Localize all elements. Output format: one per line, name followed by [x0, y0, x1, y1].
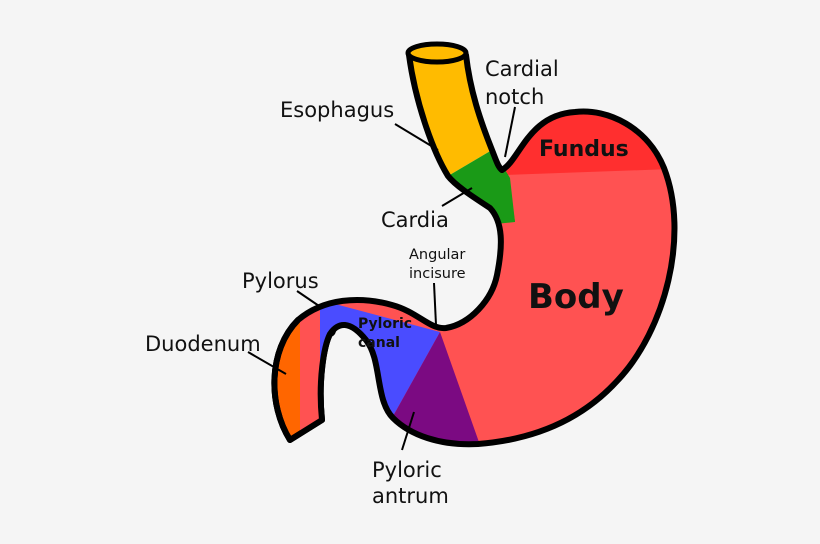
- body-label: Body: [528, 277, 624, 317]
- esophagus-opening: [405, 41, 469, 65]
- esophagus-leader: [394, 123, 439, 151]
- angular-incisure-leader: [433, 282, 437, 326]
- pyloric-antrum-leader: [401, 411, 415, 451]
- angular-incisure-label-1: Angular: [409, 247, 465, 263]
- pyloric-canal-label-2: canal: [358, 335, 400, 351]
- cardia-leader: [441, 187, 473, 207]
- cardial-notch-label-1: Cardial: [485, 57, 559, 81]
- pyloric-canal-label-1: Pyloric: [358, 316, 412, 332]
- duodenum-label: Duodenum: [145, 332, 261, 356]
- angular-incisure-label-2: incisure: [409, 266, 466, 282]
- pyloric-antrum-label-2: antrum: [372, 484, 449, 508]
- pylorus-leader: [296, 290, 323, 309]
- cardia-label: Cardia: [381, 208, 449, 232]
- duodenum-leader: [247, 351, 287, 375]
- esophagus-region: [409, 55, 492, 176]
- cardial-notch-leader: [504, 106, 516, 158]
- fundus-label: Fundus: [539, 137, 629, 162]
- pylorus-label: Pylorus: [242, 269, 319, 293]
- esophagus-label: Esophagus: [280, 98, 394, 122]
- pyloric-antrum-label-1: Pyloric: [372, 458, 442, 482]
- stomach-outline: [271, 52, 678, 448]
- esophagus-right-wall: [463, 52, 505, 173]
- pyloric-antrum-region: [392, 332, 480, 445]
- cardial-notch-label-2: notch: [485, 85, 544, 109]
